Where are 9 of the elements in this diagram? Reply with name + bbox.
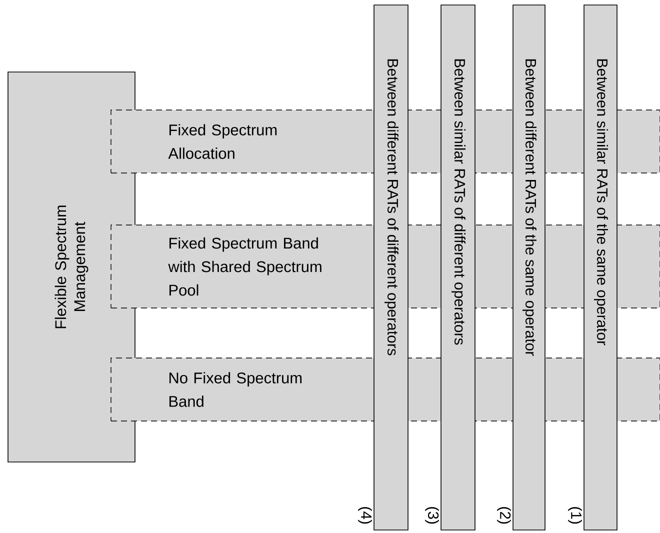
vertical-bar: Between similar RATs of different operators (440, 4, 476, 530)
vertical-bar: Between similar RATs of the same operator (584, 4, 618, 530)
callout-number: (4) (358, 507, 372, 524)
callout-number: (2) (497, 507, 511, 524)
management-box: Flexible Spectrum Management (8, 72, 136, 462)
vertical-bar: Between different RATs of the same operator (512, 4, 546, 530)
callout-number: (1) (568, 507, 582, 524)
vertical-bar: Between different RATs of different operators (374, 4, 408, 530)
callout-number: (3) (425, 507, 439, 524)
